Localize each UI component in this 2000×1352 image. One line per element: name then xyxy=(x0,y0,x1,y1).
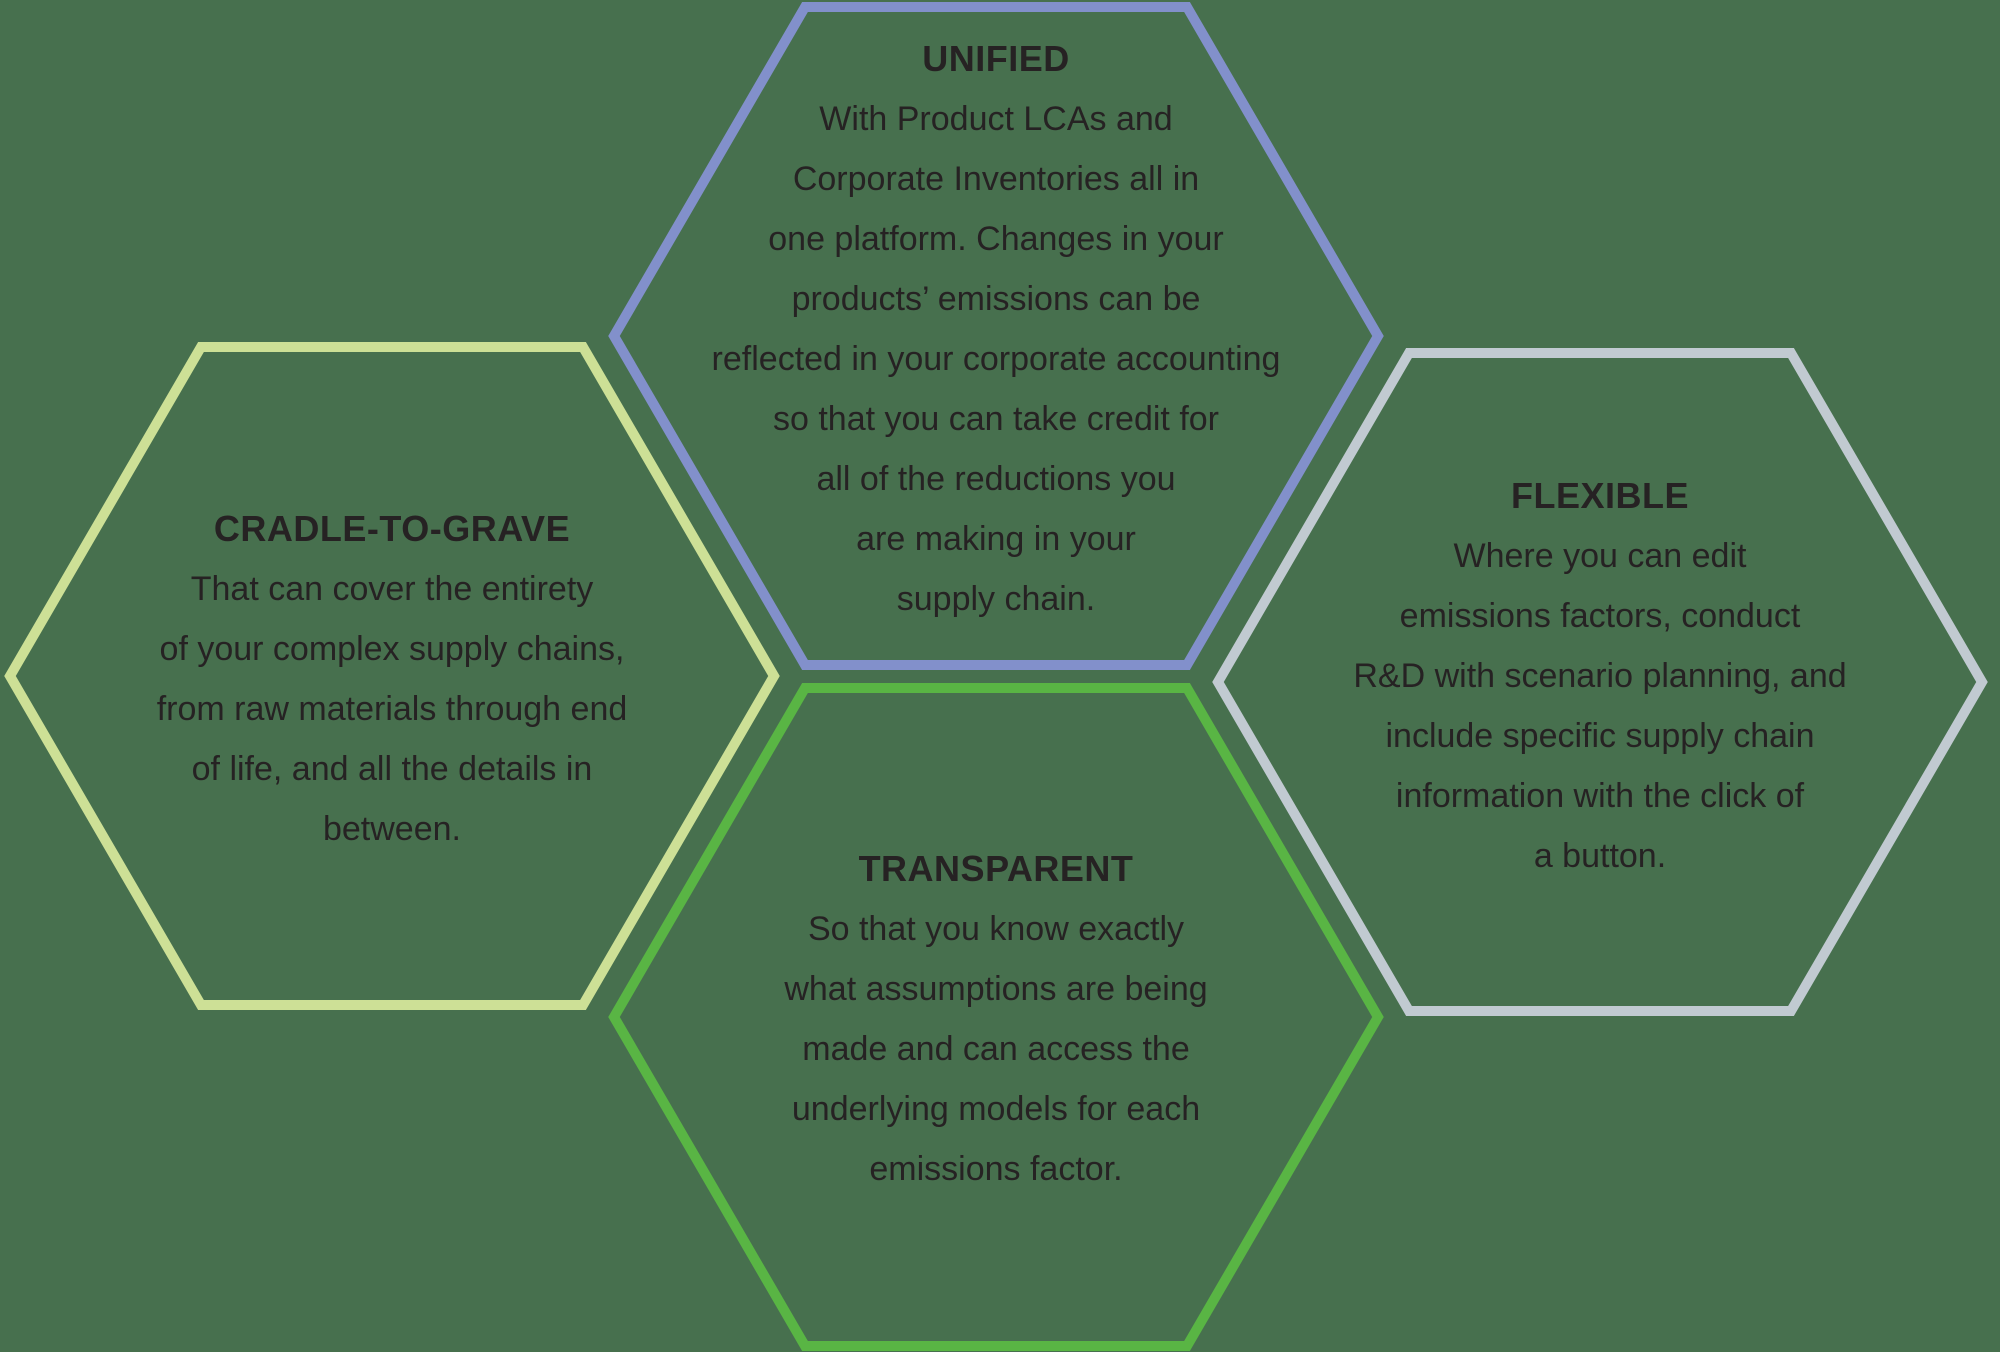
transparent-line: made and can access the xyxy=(802,1030,1190,1068)
transparent-text-block: TRANSPARENT So that you know exactly wha… xyxy=(784,839,1207,1199)
unified-line: Corporate Inventories all in xyxy=(792,160,1200,198)
unified-line: supply chain. xyxy=(896,580,1096,618)
cradle-to-grave-hexagon-outline xyxy=(4,342,780,1010)
flexible-line: a button. xyxy=(1533,837,1667,875)
flexible-text-block: FLEXIBLE Where you can edit emissions fa… xyxy=(1353,466,1846,886)
transparent-title: TRANSPARENT xyxy=(858,848,1134,889)
cradle-to-grave-line: of your complex supply chains, xyxy=(159,630,625,668)
unified-text-block: UNIFIED With Product LCAs and Corporate … xyxy=(712,29,1281,629)
unified-hexagon-outline xyxy=(608,1,1384,670)
cradle-to-grave-line: That can cover the entirety xyxy=(190,570,594,608)
cradle-to-grave-line: between. xyxy=(322,810,461,848)
unified-line: one platform. Changes in your xyxy=(768,220,1224,258)
cradle-to-grave-title: CRADLE-TO-GRAVE xyxy=(213,508,571,549)
flexible-line: R&D with scenario planning, and xyxy=(1353,657,1847,695)
transparent-line: underlying models for each xyxy=(791,1090,1201,1128)
cradle-to-grave-text-block: CRADLE-TO-GRAVE That can cover the entir… xyxy=(157,499,628,859)
transparent-line: what assumptions are being xyxy=(784,970,1208,1008)
flexible-line: emissions factors, conduct xyxy=(1399,597,1801,635)
unified-line: so that you can take credit for xyxy=(772,400,1220,438)
flexible-hexagon-outline xyxy=(1212,348,1988,1016)
transparent-line: emissions factor. xyxy=(869,1150,1123,1188)
cradle-to-grave-line: from raw materials through end xyxy=(156,690,628,728)
flexible-line: include specific supply chain xyxy=(1385,717,1815,755)
unified-line: reflected in your corporate accounting xyxy=(711,340,1281,378)
transparent-hexagon-outline xyxy=(608,683,1384,1351)
flexible-line: Where you can edit xyxy=(1453,537,1747,575)
cradle-to-grave-line: of life, and all the details in xyxy=(191,750,593,788)
transparent-line: So that you know exactly xyxy=(807,910,1185,948)
unified-line: are making in your xyxy=(856,520,1136,558)
flexible-title: FLEXIBLE xyxy=(1510,475,1690,516)
flexible-line: information with the click of xyxy=(1395,777,1805,815)
unified-line: products’ emissions can be xyxy=(791,280,1201,318)
unified-line: With Product LCAs and xyxy=(819,100,1173,138)
unified-title: UNIFIED xyxy=(922,38,1070,79)
unified-line: all of the reductions you xyxy=(816,460,1176,498)
